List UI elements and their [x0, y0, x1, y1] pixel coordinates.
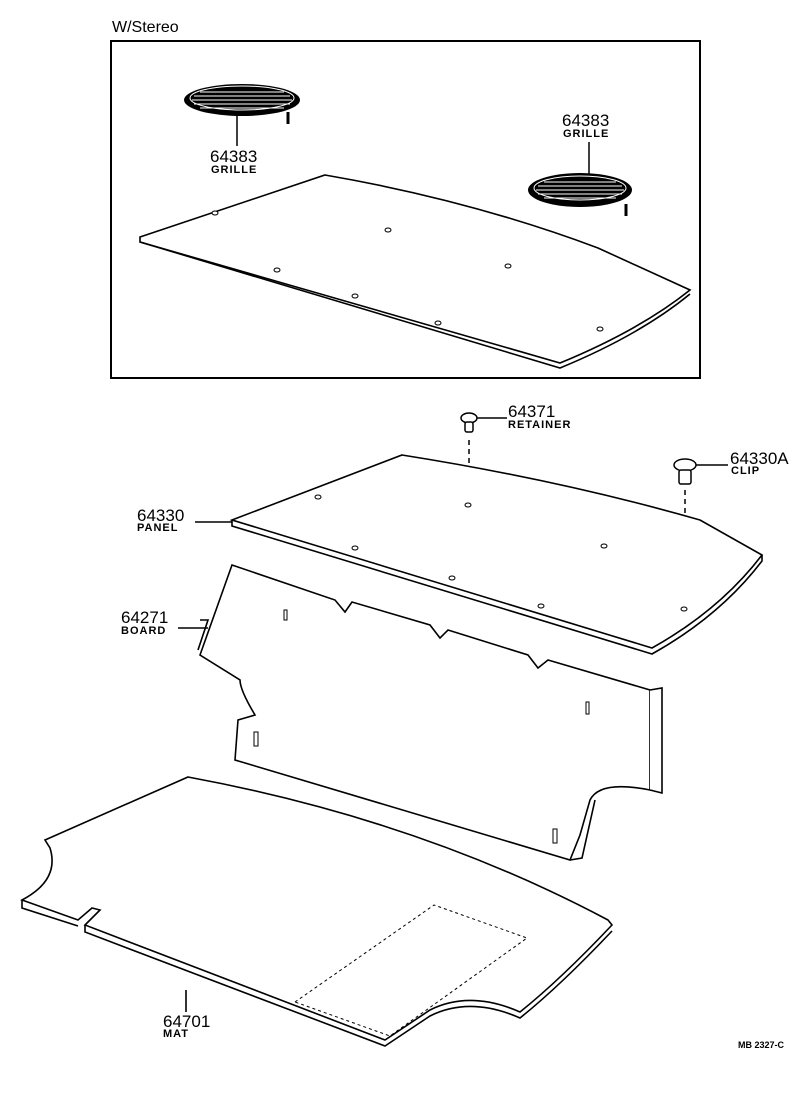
inset-title: W/Stereo [112, 19, 179, 36]
part-name-mat: MAT [163, 1028, 190, 1040]
part-number-mat: 64701 [163, 1012, 211, 1031]
retainer-icon [460, 412, 507, 505]
part-name-grille-right: GRILLE [563, 128, 610, 140]
part-number-grille-right: 64383 [562, 111, 610, 130]
board-shape [178, 563, 663, 861]
panel-shape [195, 454, 764, 655]
part-name-panel: PANEL [137, 522, 179, 534]
grille-icon-right [528, 142, 632, 216]
part-name-board: BOARD [121, 625, 167, 637]
mat-shape [20, 776, 614, 1047]
part-number-panel: 64330 [137, 506, 185, 525]
part-name-grille-left: GRILLE [211, 164, 258, 176]
inset-tray-panel [139, 174, 692, 369]
part-number-board: 64271 [121, 608, 169, 627]
part-number-grille-left: 64383 [210, 147, 258, 166]
drawing-code: MB 2327-C [738, 1040, 785, 1050]
part-number-clip: 64330A [730, 449, 789, 468]
inset-frame [110, 40, 701, 379]
grille-icon-left [184, 84, 300, 146]
part-number-retainer: 64371 [508, 402, 556, 421]
part-name-retainer: RETAINER [508, 419, 572, 431]
part-name-clip: CLIP [731, 465, 761, 477]
